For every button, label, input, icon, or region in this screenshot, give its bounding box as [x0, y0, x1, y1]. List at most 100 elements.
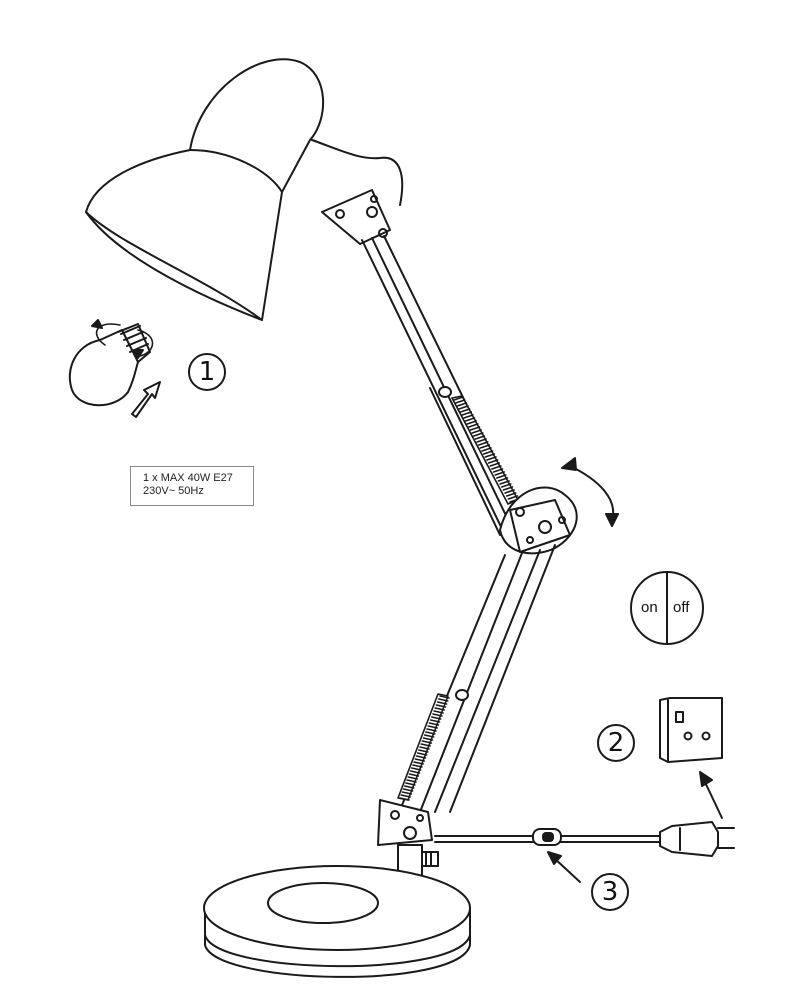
spring-coil	[456, 402, 468, 407]
spring-coil	[504, 489, 515, 494]
switch-on-label: on	[641, 599, 658, 616]
spring-coil	[486, 456, 497, 461]
spring-coil	[429, 719, 441, 723]
spring-coil	[461, 411, 473, 416]
insert-bulb-arrow-icon	[131, 381, 161, 418]
spring-coil	[459, 408, 471, 413]
rotation-arrow-icon	[561, 457, 619, 527]
spring-coil	[415, 755, 427, 759]
upper-arm	[361, 235, 524, 536]
spring-coil	[421, 740, 433, 744]
spring-coil	[416, 752, 428, 756]
spring-coil	[408, 773, 420, 777]
lamp-shade	[85, 58, 325, 321]
spring-coil	[502, 486, 514, 491]
spring-coil	[423, 734, 435, 738]
spring-coil	[425, 731, 436, 735]
spring-coil	[406, 779, 417, 783]
spring-coil	[477, 441, 489, 446]
spring-coil	[476, 438, 487, 443]
spring-coil	[507, 495, 519, 500]
spring-coil	[505, 492, 517, 497]
spring-coil	[399, 797, 410, 801]
lower-arm	[399, 544, 556, 813]
spring-coil	[426, 728, 437, 732]
spring-coil	[474, 435, 486, 440]
lamp-base	[203, 865, 471, 978]
step-2-circle	[597, 724, 635, 762]
base-joint	[377, 799, 433, 846]
spring-coil	[487, 459, 499, 464]
upper-spring	[451, 395, 520, 505]
spring-coil	[413, 761, 424, 765]
plug-to-socket-arrow-icon	[699, 771, 723, 819]
spring-coil	[472, 432, 484, 437]
spring-coil	[463, 414, 474, 419]
spring-coil	[420, 743, 431, 747]
spring-coil	[430, 716, 442, 720]
spring-coil	[405, 782, 416, 786]
spring-coil	[453, 396, 464, 401]
bulb-spec-line-2: 230V~ 50Hz	[143, 485, 204, 497]
spring-coil	[407, 776, 419, 780]
upper-joint	[321, 189, 391, 245]
spring-coil	[403, 785, 415, 789]
spring-coil	[412, 764, 423, 768]
elbow-joint	[499, 486, 578, 555]
spring-coil	[489, 462, 501, 467]
spring-coil	[479, 444, 491, 449]
spring-coil	[497, 477, 509, 482]
spring-coil	[401, 791, 413, 795]
step-3-label: 3	[601, 877, 619, 907]
spring-coil	[481, 447, 492, 452]
spring-coil	[409, 770, 421, 774]
spring-coil	[458, 405, 469, 410]
spring-coil	[410, 767, 422, 771]
step-1-circle	[188, 353, 226, 391]
spring-coil	[438, 698, 449, 702]
spring-coil	[414, 758, 426, 762]
switch-pointer-arrow-icon	[547, 851, 581, 883]
spring-coil	[432, 713, 443, 717]
inline-switch	[532, 828, 562, 846]
bulb-spec-line-1: 1 x MAX 40W E27	[143, 472, 233, 484]
spring-coil	[419, 746, 430, 750]
spring-coil	[434, 707, 446, 711]
spring-coil	[491, 465, 502, 470]
spring-coil	[499, 480, 510, 485]
spring-coil	[439, 695, 450, 699]
bulb-spec-box: 1 x MAX 40W E27 230V~ 50Hz	[130, 466, 254, 506]
spring-coil	[454, 399, 466, 404]
spring-coil	[435, 704, 447, 708]
spring-coil	[466, 420, 477, 425]
spring-coil	[428, 722, 440, 726]
step-1-label: 1	[198, 357, 216, 387]
spring-coil	[418, 749, 429, 753]
power-plug-icon	[659, 821, 735, 857]
spring-coil	[402, 788, 414, 792]
spring-coil	[500, 483, 512, 488]
shade-cable	[311, 139, 404, 206]
spring-coil	[427, 725, 439, 729]
on-off-indicator	[630, 571, 704, 645]
spring-coil	[492, 468, 504, 473]
spring-coil	[471, 429, 482, 434]
spring-coil	[482, 450, 494, 455]
step-2-label: 2	[607, 728, 625, 758]
spring-coil	[469, 426, 481, 431]
spring-coil	[433, 710, 444, 714]
step-3-circle	[591, 873, 629, 911]
spring-coil	[422, 737, 434, 741]
lower-spring	[397, 693, 450, 801]
spring-coil	[468, 423, 479, 428]
spring-coil	[464, 417, 476, 422]
wall-socket-icon	[659, 697, 723, 763]
switch-off-label: off	[673, 599, 690, 616]
spring-coil	[494, 471, 505, 476]
spring-coil	[484, 453, 496, 458]
light-bulb-icon	[68, 319, 154, 407]
spring-coil	[400, 794, 411, 798]
spring-coil	[496, 474, 507, 479]
spring-coil	[436, 701, 448, 705]
